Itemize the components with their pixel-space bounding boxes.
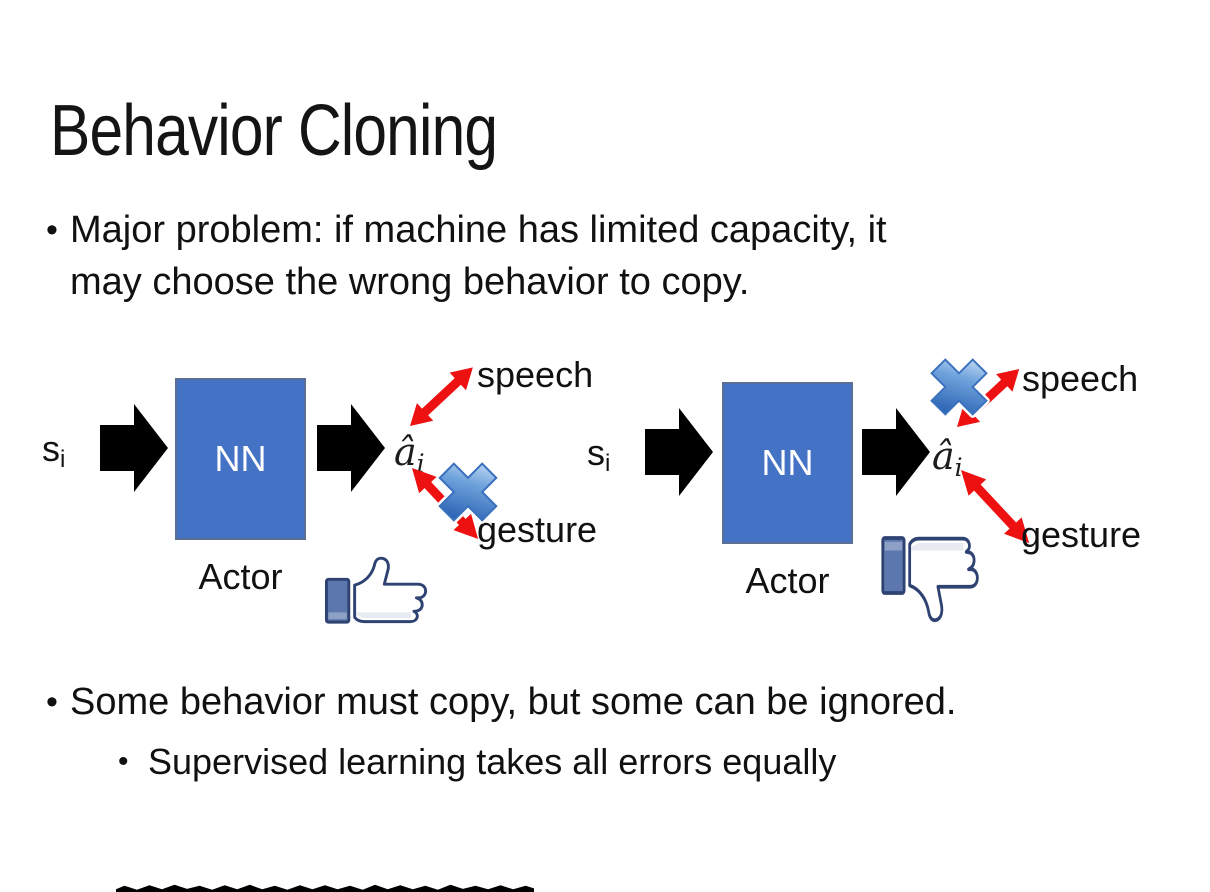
bullet-line-2: may choose the wrong behavior to copy. xyxy=(70,261,750,303)
left-gesture-label: gesture xyxy=(477,509,598,550)
right-speech-label: speech xyxy=(1022,358,1139,399)
right-nn-label: NN xyxy=(761,442,814,483)
right-gesture-label: gesture xyxy=(1021,514,1142,555)
right-actor-label: Actor xyxy=(745,560,830,601)
bottom-cropped-graphic xyxy=(116,884,534,892)
bullet-some-behavior-text: Some behavior must copy, but some can be… xyxy=(70,681,957,723)
left-nn-label: NN xyxy=(214,438,267,479)
left-state-label: si xyxy=(42,428,66,473)
right-state-label: si xyxy=(587,432,611,477)
left-speech-label: speech xyxy=(477,354,594,395)
thumbs-up-icon xyxy=(324,556,428,624)
bullet-some-behavior: • Some behavior must copy, but some can … xyxy=(46,676,1166,728)
bullet-marker: • xyxy=(46,211,58,249)
bullet-major-problem-text: Major problem: if machine has limited ca… xyxy=(70,204,887,308)
right-nn-box: NN xyxy=(722,382,853,544)
left-actor-label: Actor xyxy=(198,556,283,597)
bullet-major-problem: • Major problem: if machine has limited … xyxy=(46,204,1146,308)
right-cross-out-icon xyxy=(928,356,990,418)
bullet-marker: • xyxy=(46,683,58,721)
sub-bullet-supervised: • Supervised learning takes all errors e… xyxy=(118,738,1158,786)
left-cross-out-icon xyxy=(436,460,500,524)
left-output-arrow-icon xyxy=(317,404,385,492)
right-gesture-arrow-icon xyxy=(961,470,1030,544)
page-title: Behavior Cloning xyxy=(50,91,498,172)
right-output-arrow-icon xyxy=(862,408,930,496)
sub-bullet-supervised-text: Supervised learning takes all errors equ… xyxy=(148,741,837,782)
left-input-arrow-icon xyxy=(100,404,168,492)
bullet-line-1: Major problem: if machine has limited ca… xyxy=(70,209,887,251)
right-input-arrow-icon xyxy=(645,408,713,496)
bullet-marker: • xyxy=(118,745,129,778)
left-nn-box: NN xyxy=(175,378,306,540)
right-action-label: âi xyxy=(932,434,963,482)
thumbs-down-icon xyxy=(881,536,979,623)
left-speech-arrow-icon xyxy=(410,367,473,426)
left-action-label: âi xyxy=(394,430,425,478)
